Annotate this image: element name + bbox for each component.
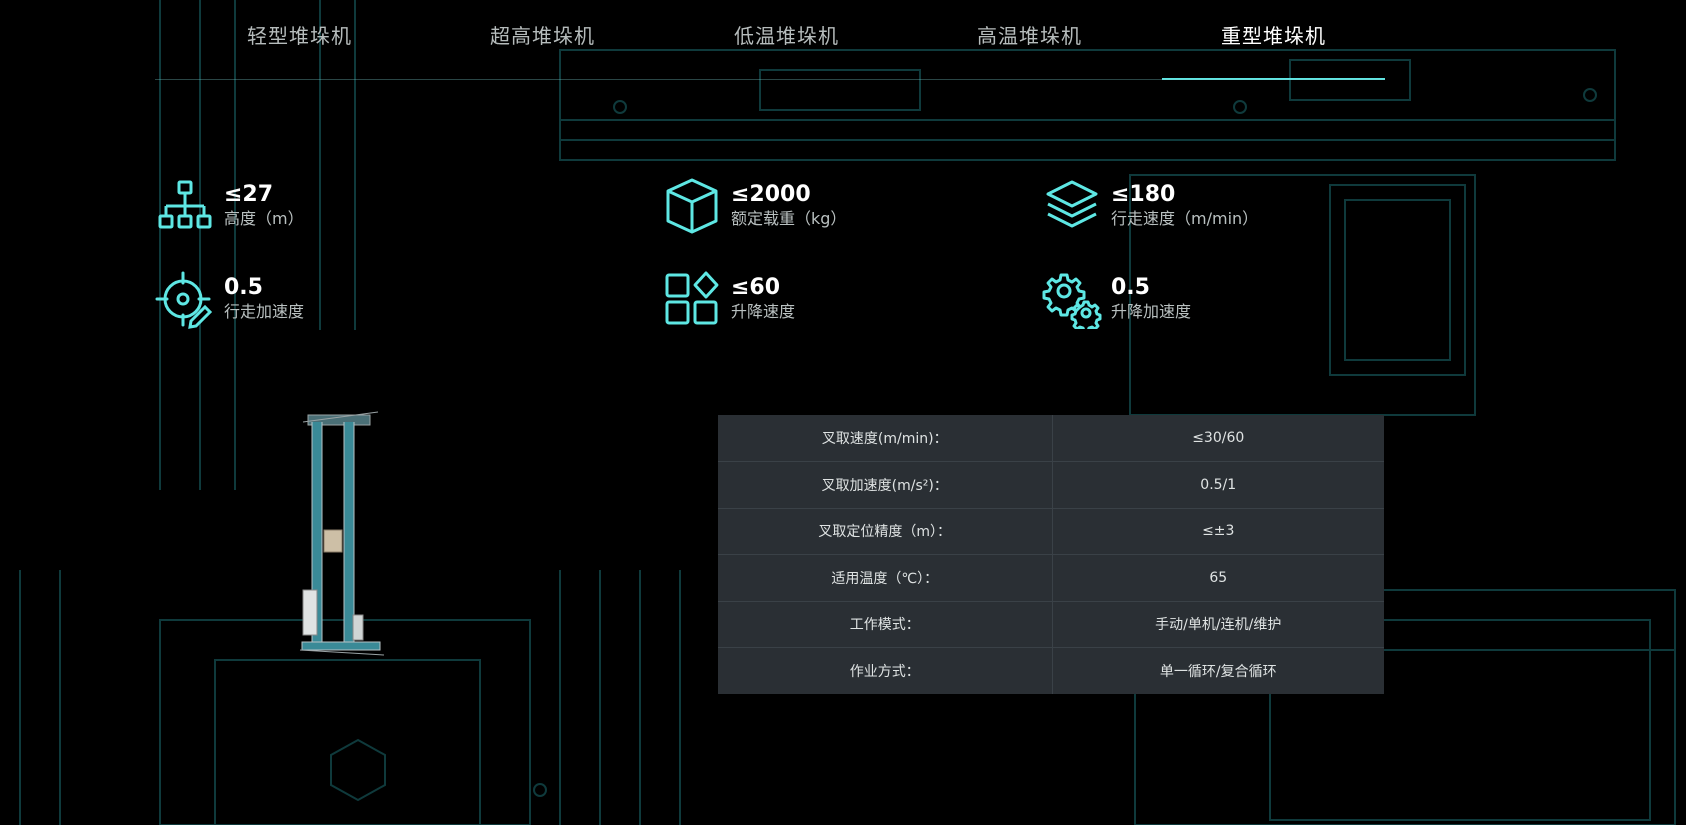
spec-height: ≤27 高度（m）	[154, 175, 304, 237]
param-name: 叉取定位精度（m）：	[718, 508, 1053, 555]
spec-value: ≤2000	[731, 182, 811, 207]
hierarchy-icon	[154, 175, 216, 237]
param-name: 叉取加速度(m/s²)：	[718, 461, 1053, 509]
tab-light-stacker[interactable]: 轻型堆垛机	[247, 24, 352, 48]
spec-value: ≤27	[224, 182, 274, 207]
param-name: 作业方式：	[718, 647, 1053, 694]
spec-label: 行走加速度	[224, 302, 305, 321]
parameter-table: 叉取速度(m/min)： ≤30/60 叉取加速度(m/s²)： 0.5/1 叉…	[718, 415, 1384, 694]
spec-label: 行走速度（m/min）	[1111, 209, 1259, 228]
target-edit-icon	[154, 268, 216, 330]
table-row: 工作模式： 手动/单机/连机/维护	[718, 601, 1384, 648]
spec-label: 额定载重（kg）	[731, 209, 847, 228]
table-row: 叉取速度(m/min)： ≤30/60	[718, 415, 1384, 462]
tab-high-temp-stacker[interactable]: 高温堆垛机	[977, 24, 1082, 48]
spec-value: 0.5	[224, 275, 263, 300]
param-value: 65	[1052, 554, 1384, 602]
tab-ultra-high-stacker[interactable]: 超高堆垛机	[490, 24, 595, 48]
box-icon	[661, 175, 723, 237]
spec-label: 升降速度	[731, 302, 796, 321]
param-name: 叉取速度(m/min)：	[718, 415, 1053, 462]
stacker-crane-image	[298, 410, 388, 665]
param-value: 手动/单机/连机/维护	[1052, 601, 1384, 648]
spec-label: 高度（m）	[224, 209, 304, 228]
param-value: ≤30/60	[1052, 415, 1384, 462]
table-row: 叉取定位精度（m）： ≤±3	[718, 508, 1384, 555]
layers-icon	[1041, 175, 1103, 237]
grid-icon	[661, 268, 723, 330]
spec-lift-acceleration: 0.5 升降加速度	[1041, 268, 1191, 330]
param-value: ≤±3	[1052, 508, 1384, 555]
spec-load: ≤2000 额定载重（kg）	[661, 175, 846, 237]
spec-value: ≤180	[1111, 182, 1176, 207]
spec-label: 升降加速度	[1111, 302, 1192, 321]
tabs-divider	[155, 79, 1385, 80]
tab-heavy-stacker[interactable]: 重型堆垛机	[1162, 20, 1385, 80]
table-row: 适用温度（℃）： 65	[718, 554, 1384, 602]
param-value: 0.5/1	[1052, 461, 1384, 509]
table-row: 作业方式： 单一循环/复合循环	[718, 647, 1384, 694]
param-name: 适用温度（℃）：	[718, 554, 1053, 602]
spec-travel-speed: ≤180 行走速度（m/min）	[1041, 175, 1258, 237]
spec-lift-speed: ≤60 升降速度	[661, 268, 795, 330]
param-name: 工作模式：	[718, 601, 1053, 648]
spec-value: 0.5	[1111, 275, 1150, 300]
table-row: 叉取加速度(m/s²)： 0.5/1	[718, 461, 1384, 509]
spec-value: ≤60	[731, 275, 781, 300]
spec-travel-acceleration: 0.5 行走加速度	[154, 268, 304, 330]
gears-icon	[1041, 268, 1103, 330]
category-tabs: 轻型堆垛机 超高堆垛机 低温堆垛机 高温堆垛机 重型堆垛机	[0, 0, 1686, 80]
tab-low-temp-stacker[interactable]: 低温堆垛机	[734, 24, 839, 48]
param-value: 单一循环/复合循环	[1159, 664, 1277, 680]
